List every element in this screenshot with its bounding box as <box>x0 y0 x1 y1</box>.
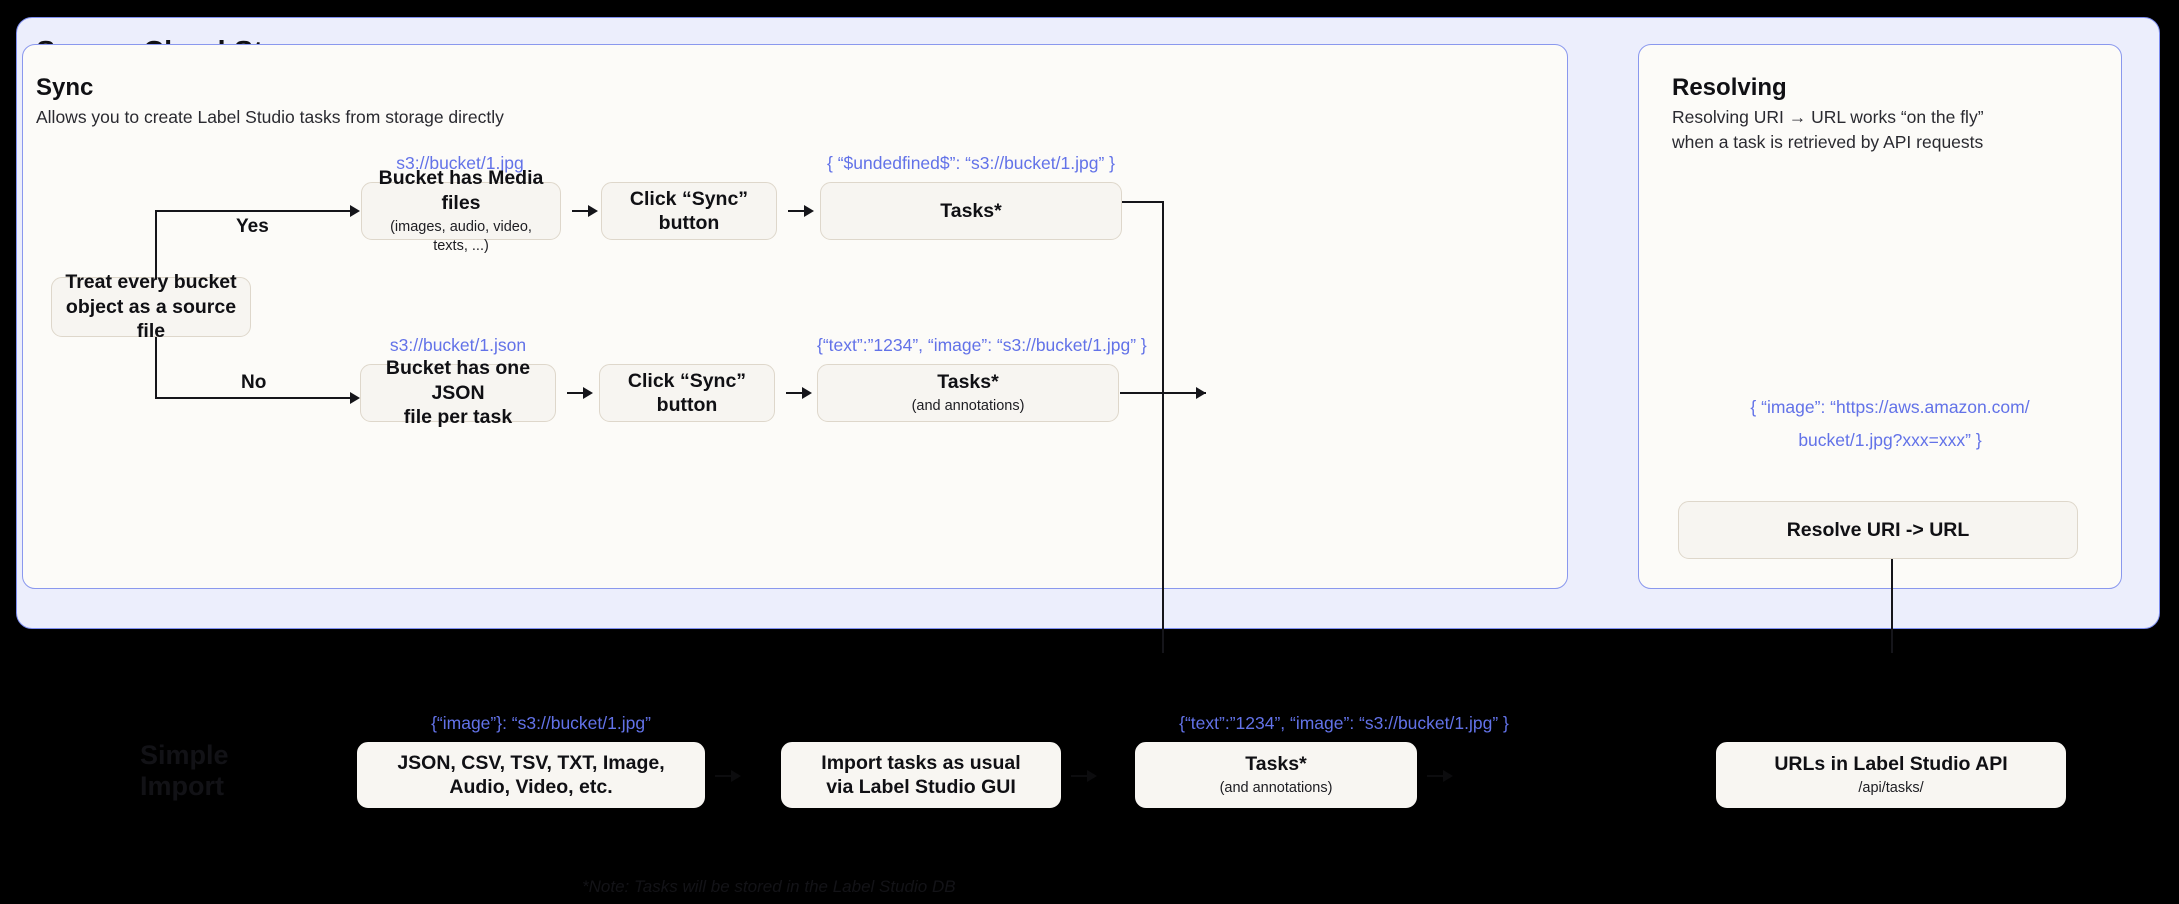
sync-to-tasks-connector-media <box>788 210 806 213</box>
sync-heading: Sync <box>36 74 94 101</box>
sync-to-tasks-arrowhead-icon-media <box>804 204 814 217</box>
import-tasks-gui-box[interactable]: Import tasks as usual via Label Studio G… <box>781 742 1061 808</box>
formats-to-import-connector <box>715 775 733 778</box>
tasks-to-resolve-arrowhead-icon <box>1196 386 1206 399</box>
no-arrowhead-icon <box>350 391 360 404</box>
media-source-uri-label: s3://bucket/1.jpg <box>396 153 524 173</box>
formats-to-import-arrowhead-icon <box>731 769 741 782</box>
sync-to-tasks-arrowhead-icon-json <box>802 386 812 399</box>
bucket-has-media-files-box[interactable]: Bucket has Media files (images, audio, v… <box>361 167 561 254</box>
resolving-subtitle-line1: Resolving URI → URL works “on the fly” <box>1672 107 1984 127</box>
tasks-to-api-connector <box>1427 775 1445 778</box>
click-sync-button-box-json[interactable]: Click “Sync” button <box>599 364 775 422</box>
json-tasks-json-label: {“text”:”1234”, “image”: “s3://bucket/1.… <box>817 335 1147 355</box>
sync-panel <box>22 44 1568 589</box>
resolved-url-json-label-line2: bucket/1.jpg?xxx=xxx” } <box>1798 430 1982 450</box>
resolved-url-json-label-line1: { “image”: “https://aws.amazon.com/ <box>1750 397 2030 417</box>
media-to-sync-arrowhead-icon <box>588 204 598 217</box>
resolving-heading: Resolving <box>1672 74 1787 101</box>
tasks-media-route-horizontal <box>1122 201 1164 204</box>
simple-import-title-line1: Simple <box>140 740 229 770</box>
resolving-subtitle-line2: when a task is retrieved by API requests <box>1672 132 1984 152</box>
sync-subtitle: Allows you to create Label Studio tasks … <box>36 107 504 127</box>
tasks-media-route-vertical <box>1162 201 1165 653</box>
branch-label-no: No <box>241 372 267 393</box>
json-to-sync-connector <box>567 392 585 395</box>
branch-label-yes: Yes <box>236 216 269 237</box>
tasks-box-media[interactable]: Tasks* <box>820 182 1122 240</box>
yes-connector-vertical <box>155 210 158 278</box>
no-connector-horizontal <box>155 397 352 400</box>
resolve-to-api-connector <box>1891 559 1894 653</box>
urls-in-label-studio-api-box[interactable]: URLs in Label Studio API /api/tasks/ <box>1716 742 2066 808</box>
sync-to-tasks-connector-json <box>786 392 804 395</box>
yes-arrowhead-icon <box>350 204 360 217</box>
supported-formats-box[interactable]: JSON, CSV, TSV, TXT, Image, Audio, Video… <box>357 742 705 808</box>
yes-connector-horizontal <box>155 210 352 213</box>
import-to-tasks-connector <box>1071 775 1089 778</box>
no-connector-vertical <box>155 337 158 399</box>
tasks-box-simple-import[interactable]: Tasks* (and annotations) <box>1135 742 1417 808</box>
bucket-has-one-json-box[interactable]: Bucket has one JSON file per task <box>360 357 556 428</box>
simple-import-tasks-json-label: {“text”:”1234”, “image”: “s3://bucket/1.… <box>1179 713 1509 733</box>
click-sync-button-box-media[interactable]: Click “Sync” button <box>601 182 777 240</box>
json-to-sync-arrowhead-icon <box>583 386 593 399</box>
tasks-to-api-arrowhead-icon <box>1443 769 1453 782</box>
decision-box-treat-bucket-object[interactable]: Treat every bucket object as a source fi… <box>51 271 251 342</box>
media-tasks-json-label: { “$undedfined$”: “s3://bucket/1.jpg” } <box>827 153 1115 173</box>
resolving-panel <box>1638 44 2122 589</box>
resolve-uri-to-url-box[interactable]: Resolve URI -> URL <box>1678 501 2078 559</box>
import-to-tasks-arrowhead-icon <box>1087 769 1097 782</box>
tasks-box-json[interactable]: Tasks* (and annotations) <box>817 364 1119 422</box>
simple-import-title-line2: Import <box>140 771 224 801</box>
media-to-sync-connector <box>572 210 590 213</box>
simple-import-formats-json-label: {“image”}: “s3://bucket/1.jpg” <box>431 713 651 733</box>
footnote: *Note: Tasks will be stored in the Label… <box>582 877 956 896</box>
json-source-uri-label: s3://bucket/1.json <box>389 335 527 355</box>
